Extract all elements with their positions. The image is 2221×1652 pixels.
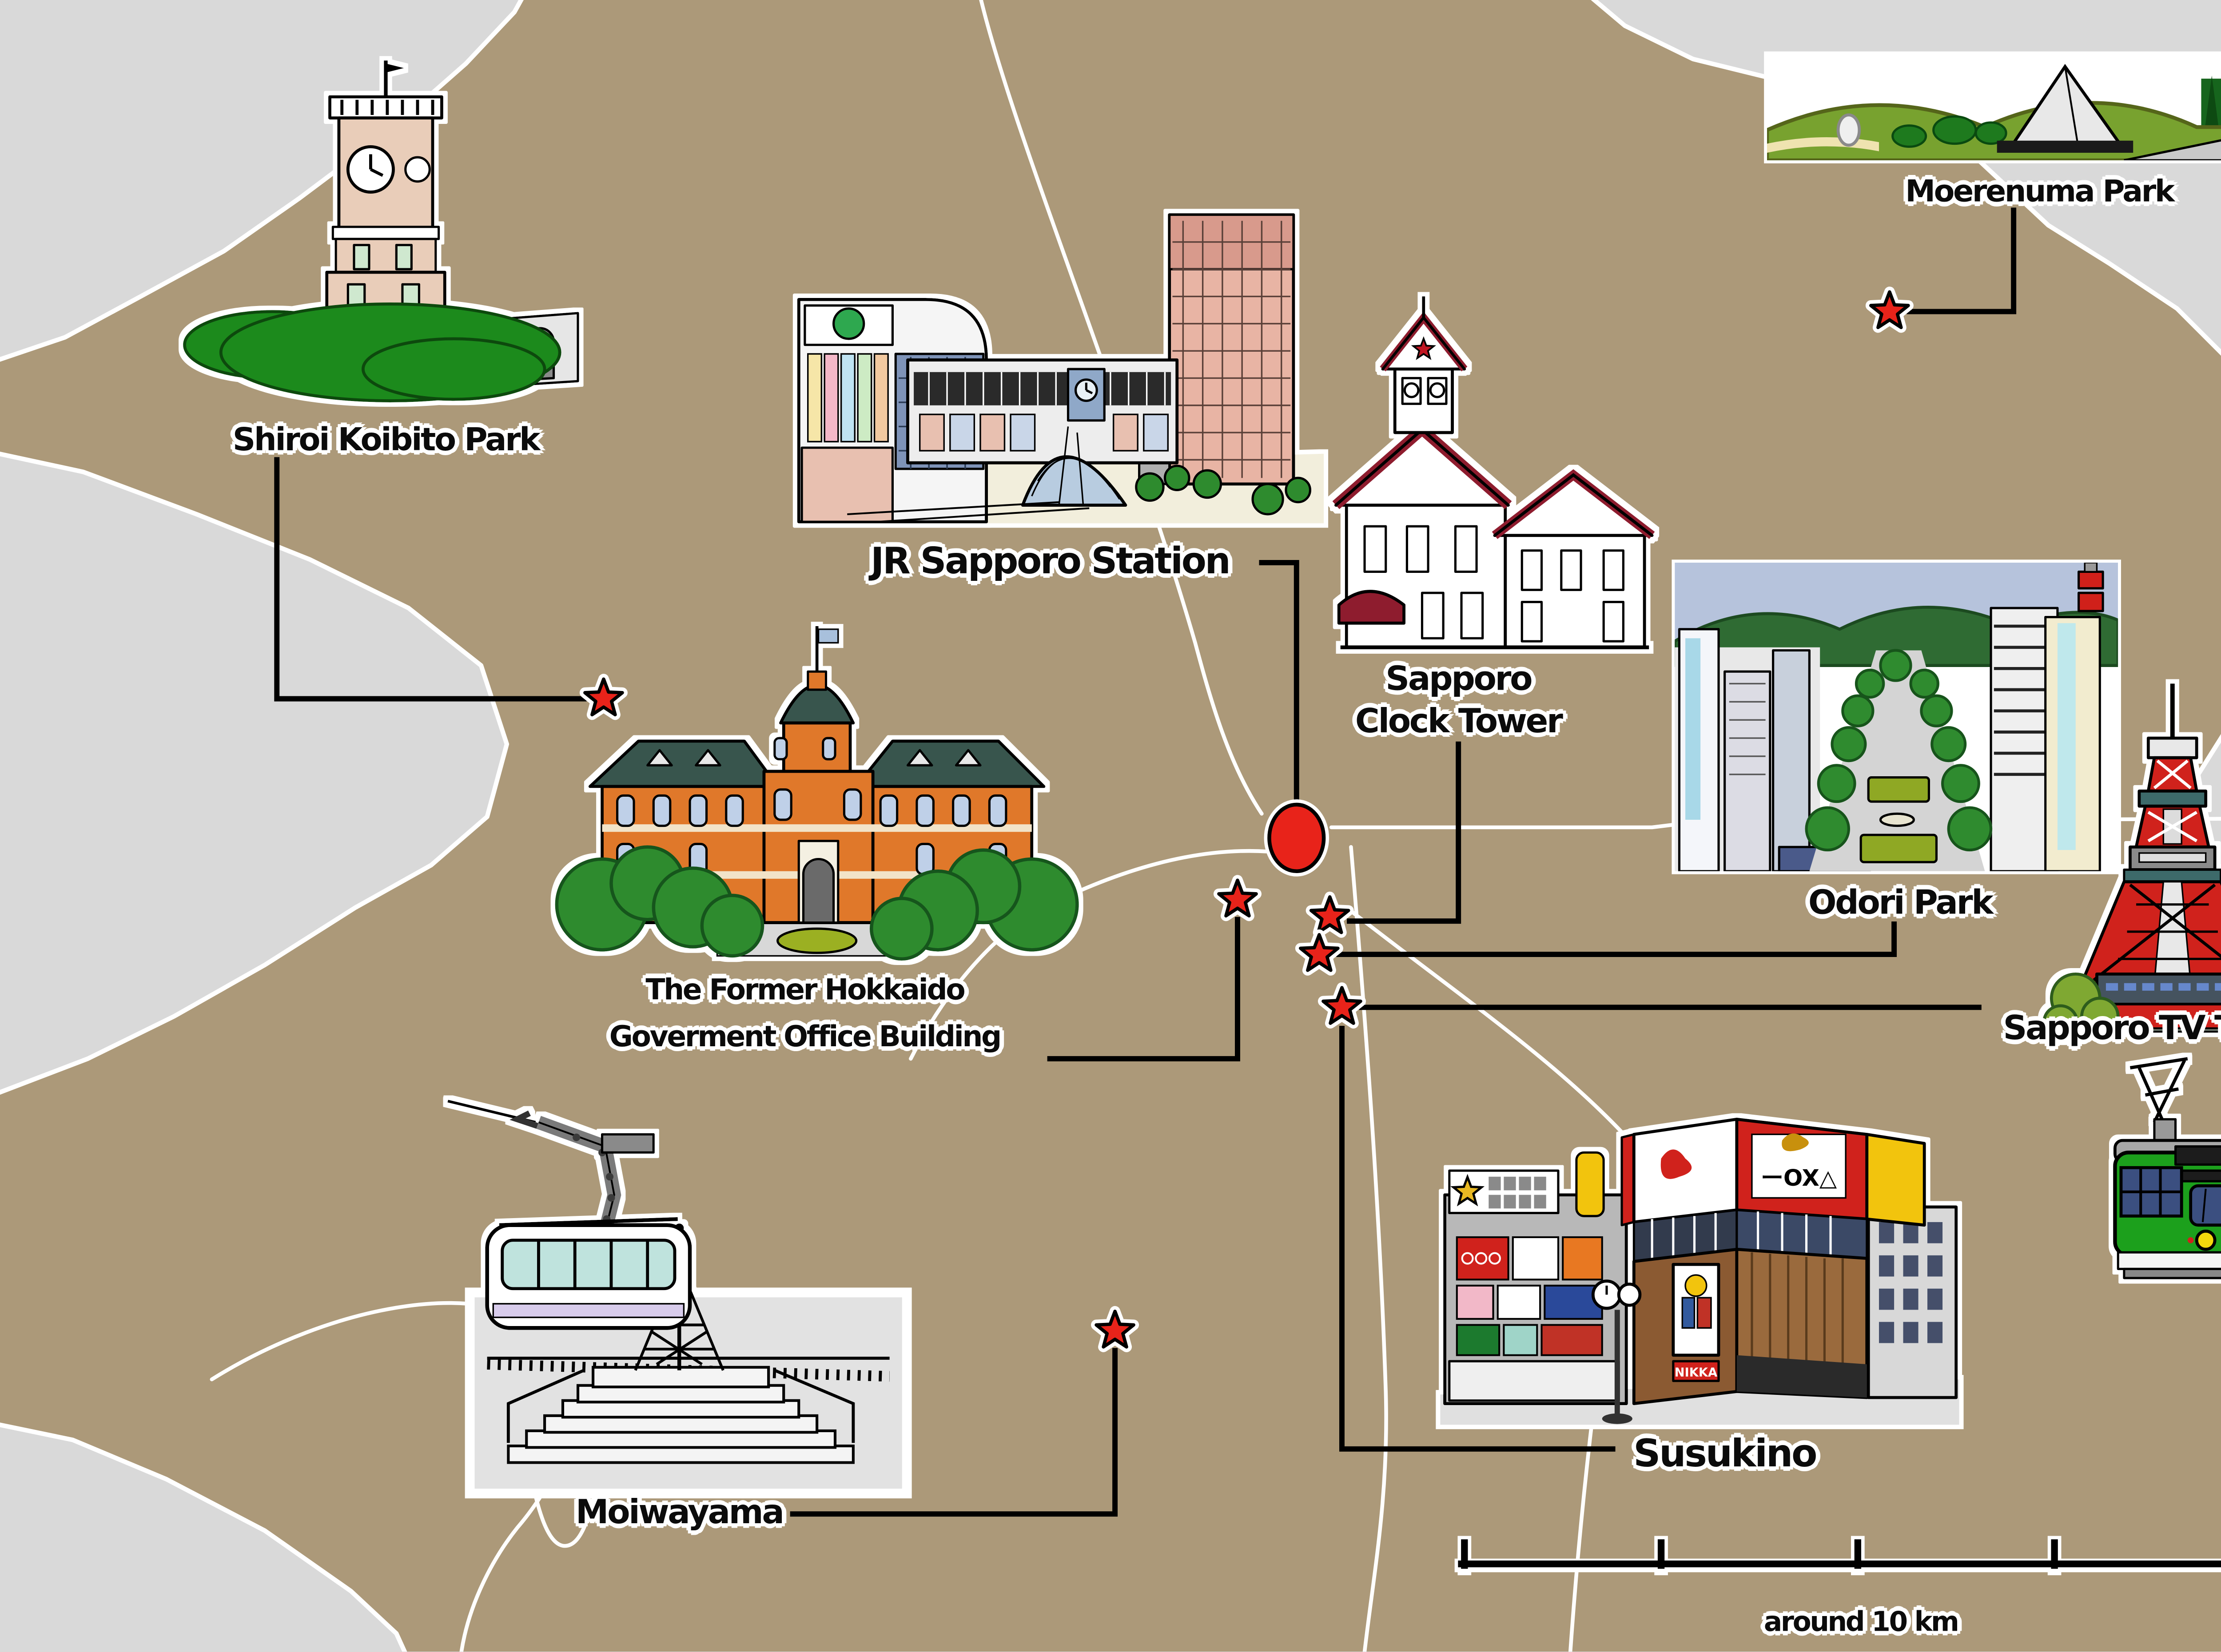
ropeway-gondola [447, 1100, 692, 1330]
label-odori-park: Odori Park [1808, 885, 1994, 923]
moerenuma-park-illustration [1764, 51, 2221, 163]
label-sapporo-tv-tower: Sapporo TV Tower [2003, 1010, 2221, 1048]
street-clock [1591, 1279, 1642, 1424]
odori-park-illustration [1672, 560, 2121, 874]
connector-jr-station [1259, 560, 1299, 806]
rooftop-sign-text: ーOX△ [1761, 1165, 1837, 1191]
connector-clock-tower [1347, 741, 1461, 924]
label-moerenuma-park: Moerenuma Park [1905, 172, 2175, 209]
connector-government-office [1047, 917, 1240, 1062]
label-shiroi-koibito-park: Shiroi Koibito Park [232, 421, 541, 458]
label-sapporo-clock-tower-line1: Sapporo [1385, 661, 1532, 699]
label-moiwayama: Moiwayama [575, 1494, 784, 1533]
label-susukino: Susukino [1633, 1431, 1817, 1476]
label-jr-sapporo-station: JR Sapporo Station [871, 540, 1231, 583]
billboards [1456, 1236, 1603, 1356]
hill-greenery [183, 302, 561, 402]
sapporo-clock-tower-illustration [1332, 296, 1655, 649]
former-hokkaido-government-office-illustration [555, 626, 1079, 961]
label-sapporo-clock-tower-line2: Clock Tower [1355, 703, 1563, 742]
nikka-corner-building: ーOX△ NIKKA [1591, 1117, 1926, 1424]
sapporo-tv-tower-illustration [2042, 683, 2221, 1041]
nikka-man-sign [1672, 1263, 1720, 1357]
connector-moerenuma [1907, 207, 2017, 314]
front-bushes [555, 845, 1079, 961]
jr-sapporo-station-illustration [797, 213, 1324, 524]
plaza-trees [1135, 465, 1311, 516]
connector-odori-park [1336, 921, 1897, 957]
moiwayama-illustration [447, 1100, 908, 1494]
summit-stairs [507, 1366, 855, 1464]
connector-susukino [1339, 1025, 1616, 1452]
connector-shiroi-koibito [274, 457, 587, 702]
shiroi-koibito-park-illustration [183, 60, 579, 402]
park-trees [1805, 649, 1993, 852]
dormers [646, 749, 982, 766]
department-store-logo [832, 307, 865, 340]
scale-bar-label: around 10 km [1763, 1606, 1959, 1639]
label-government-office-line2: Goverment Office Building [609, 1021, 1002, 1054]
egg-sculpture [1836, 113, 1861, 147]
label-government-office-line1: The Former Hokkaido [645, 973, 965, 1007]
antenna-sign [2078, 570, 2104, 590]
markers [585, 292, 1908, 1347]
nikka-sign-text: NIKKA [1675, 1366, 1717, 1379]
connector-lines [274, 207, 2017, 1517]
tram-illustration [2113, 1057, 2221, 1279]
pantograph [2129, 1057, 2188, 1123]
susukino-illustration: ーOX△ NIKKA [1440, 1117, 1959, 1425]
connector-moiwayama [790, 1348, 1118, 1517]
circle-marker-jr-station [1264, 799, 1329, 877]
scale-bar [1454, 1536, 2221, 1576]
tower-base-bushes [2042, 972, 2120, 1041]
